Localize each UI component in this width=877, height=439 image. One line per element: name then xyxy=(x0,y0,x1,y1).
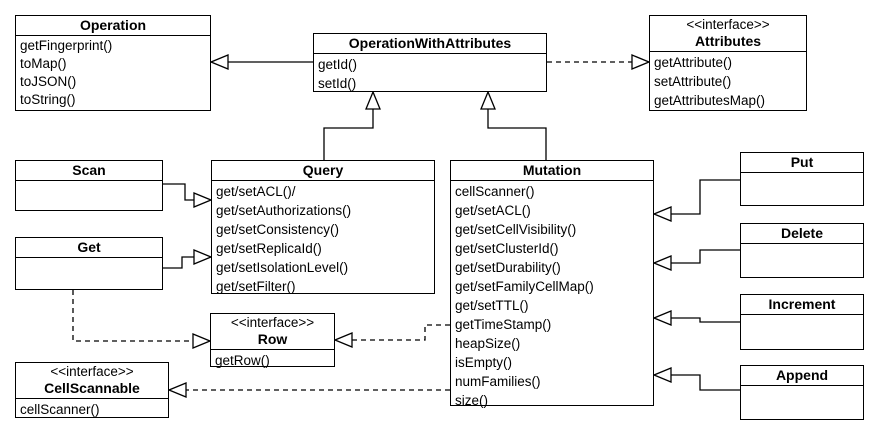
edge-query-owa xyxy=(323,109,374,160)
class-get: Get xyxy=(15,237,163,290)
arrowhead-mutation-increment xyxy=(652,310,672,326)
method: get/setFamilyCellMap() xyxy=(455,279,594,294)
method: get/setReplicaId() xyxy=(216,241,322,256)
class-name: Delete xyxy=(741,224,863,244)
class-header: <<interface>> CellScannable xyxy=(16,363,168,399)
class-operation: Operation getFingerprint() toMap() toJSO… xyxy=(15,15,211,111)
method: numFamilies() xyxy=(455,374,541,389)
method: get/setAuthorizations() xyxy=(216,203,352,218)
method-list: getRow() xyxy=(211,350,334,371)
method: getTimeStamp() xyxy=(455,317,552,332)
method: get/setConsistency() xyxy=(216,222,340,237)
class-mutation: Mutation cellScanner() get/setACL() get/… xyxy=(450,160,654,408)
method: getRow() xyxy=(215,353,270,368)
method: get/setFilter() xyxy=(216,279,296,294)
edge-get-row xyxy=(72,290,193,342)
arrowhead-query-scan xyxy=(193,192,213,208)
class-put: Put xyxy=(740,152,864,206)
class-operation-with-attributes: OperationWithAttributes getId() setId() xyxy=(313,33,547,92)
interface-attributes: <<interface>> Attributes getAttribute() … xyxy=(649,15,807,111)
arrowhead-cellscannable xyxy=(167,382,187,398)
edge-append-mutation xyxy=(671,374,740,391)
stereotype: <<interface>> xyxy=(686,17,770,32)
class-append: Append xyxy=(740,365,864,420)
arrowhead-operation xyxy=(209,54,229,70)
method: get/setTTL() xyxy=(455,298,529,313)
class-name: Increment xyxy=(741,295,863,315)
method: setAttribute() xyxy=(654,74,732,89)
method: heapSize() xyxy=(455,336,521,351)
stereotype: <<interface>> xyxy=(50,364,134,379)
interface-row: <<interface>> Row getRow() xyxy=(210,313,335,368)
arrowhead-mutation-delete xyxy=(652,255,672,271)
arrowhead-row-mutation xyxy=(333,332,353,348)
arrowhead-mutation-put xyxy=(652,206,672,222)
method: toMap() xyxy=(20,56,67,71)
method: get/setIsolationLevel() xyxy=(216,260,349,275)
arrowhead-owa-left xyxy=(365,90,381,110)
class-name: CellScannable xyxy=(44,380,140,396)
method: getId() xyxy=(318,57,358,72)
class-header: <<interface>> Row xyxy=(211,314,334,350)
edge-mutation-owa xyxy=(487,109,547,160)
method-list: getAttribute() setAttribute() getAttribu… xyxy=(650,52,806,111)
method: cellScanner() xyxy=(455,184,535,199)
class-query: Query get/setACL()/ get/setAuthorization… xyxy=(211,160,435,294)
method-list: get/setACL()/ get/setAuthorizations() ge… xyxy=(212,181,434,297)
method: toJSON() xyxy=(20,74,77,89)
method: cellScanner() xyxy=(20,402,100,417)
class-name: Append xyxy=(741,366,863,386)
class-name: Scan xyxy=(16,161,162,181)
class-name: Mutation xyxy=(451,161,653,181)
method-list: cellScanner() get/setACL() get/setCellVi… xyxy=(451,181,653,411)
method-list: getId() setId() xyxy=(314,54,546,94)
class-scan: Scan xyxy=(15,160,163,211)
class-name: Get xyxy=(16,238,162,258)
edge-put-mutation xyxy=(671,179,740,215)
stereotype: <<interface>> xyxy=(230,315,315,330)
method-list: cellScanner() xyxy=(16,399,168,420)
arrowhead-mutation-append xyxy=(652,367,672,383)
class-increment: Increment xyxy=(740,294,864,350)
arrowhead-row-get xyxy=(192,333,212,349)
class-name: Put xyxy=(741,153,863,173)
edge-scan-query xyxy=(163,183,194,201)
method: get/setCellVisibility() xyxy=(455,222,577,237)
method: get/setClusterId() xyxy=(455,241,559,256)
interface-cellscannable: <<interface>> CellScannable cellScanner(… xyxy=(15,362,169,418)
class-header: <<interface>> Attributes xyxy=(650,16,806,52)
class-delete: Delete xyxy=(740,223,864,278)
method: getAttribute() xyxy=(654,55,733,70)
method: setId() xyxy=(318,76,357,91)
edge-get-query xyxy=(163,256,194,269)
method: get/setACL()/ xyxy=(216,184,296,199)
method: get/setACL() xyxy=(455,203,531,218)
class-name: Row xyxy=(257,331,288,347)
method: get/setDurability() xyxy=(455,260,561,275)
edge-mutation-row xyxy=(352,324,450,341)
class-name: Attributes xyxy=(694,33,762,49)
method: toString() xyxy=(20,92,76,107)
class-name: OperationWithAttributes xyxy=(314,34,546,54)
method: getAttributesMap() xyxy=(654,93,766,108)
class-name: Query xyxy=(212,161,434,181)
arrowhead-attributes xyxy=(631,54,651,70)
method: isEmpty() xyxy=(455,355,512,370)
arrowhead-owa-right xyxy=(480,90,496,110)
method: size() xyxy=(455,393,488,408)
edge-increment-mutation xyxy=(671,317,740,323)
class-name: Operation xyxy=(16,16,210,36)
arrowhead-query-get xyxy=(193,249,213,265)
method-list: getFingerprint() toMap() toJSON() toStri… xyxy=(16,36,210,110)
edge-delete-mutation xyxy=(671,249,740,264)
method: getFingerprint() xyxy=(20,38,113,53)
